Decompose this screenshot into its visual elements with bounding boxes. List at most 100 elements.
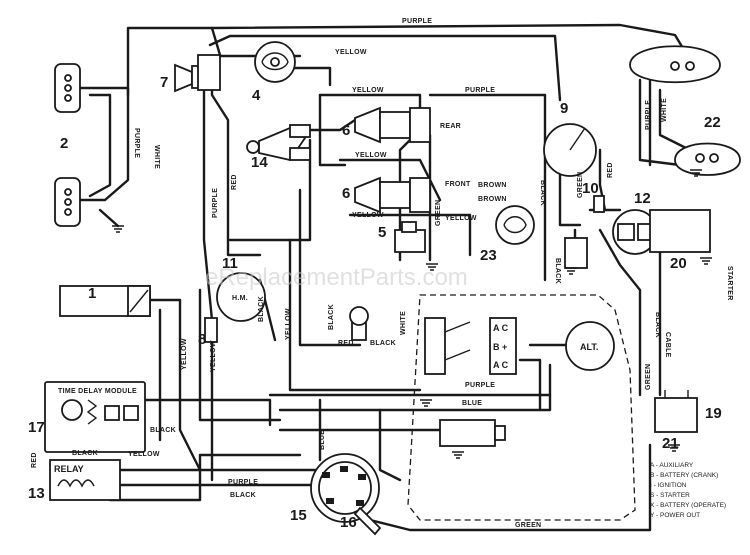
legend-item: X - BATTERY (OPERATE) [650,502,726,509]
legend-item: S - STARTER [650,492,690,499]
wire-label-purple-vert: PURPLE [212,188,219,218]
callout-6-upper: 6 [342,122,350,139]
wire-label-red-mid: RED [338,340,354,347]
wire-label-white-mid: WHITE [400,311,407,335]
callout-4: 4 [252,87,261,104]
wire-label-yellow-top: YELLOW [335,49,367,56]
callout-14: 14 [251,154,268,171]
wire-label-starter: STARTER [726,266,733,301]
engine-boundary [407,294,636,521]
connector-block [564,237,588,269]
callout-8: 8 [198,331,206,348]
wire-label-yellow-relay: YELLOW [128,451,160,458]
wire-label-green-bottom: GREEN [515,522,541,529]
callout-7: 7 [160,74,168,91]
wire-label-purple-22: PURPLE [645,100,652,130]
headlights-22 [629,45,741,176]
wire-label-brown-2: BROWN [478,196,507,203]
wire-label-yellow-1: YELLOW [181,338,188,370]
wire-label-yellow-right: YELLOW [445,215,477,222]
terminal-ac-2: A C [493,360,509,370]
safety-switch [424,317,471,375]
wire-label-black-bottom: BLACK [230,492,256,499]
wire-label-front: FRONT [445,181,471,188]
callout-15: 15 [290,507,307,524]
wire-label-white-22: WHITE [661,98,668,122]
time-delay-module [44,381,146,453]
callout-numbers: 1 2 4 5 6 6 7 8 9 10 11 12 13 14 15 16 1… [28,74,722,531]
time-delay-module-label: TIME DELAY MODULE [58,388,137,395]
wire-label-red-vert: RED [231,174,238,190]
wire-label-black-td: BLACK [150,427,176,434]
starter-20 [649,209,711,253]
legend-item: I - IGNITION [650,482,687,489]
ignition-key [353,506,382,536]
battery [654,390,698,433]
hour-meter [216,272,266,322]
wire-label-black-right: BLACK [539,180,546,206]
wire-label-red-10: RED [607,162,614,178]
wire-label-purple-bottom: PURPLE [228,479,258,486]
wire-label-rear: REAR [440,123,461,130]
alternator-label: ALT. [580,342,598,352]
ignition-switch [310,453,380,523]
wire-label-white-left: WHITE [153,145,160,169]
callout-2: 2 [60,135,68,152]
wire-label-purple-upper: PURPLE [465,87,495,94]
wire-label-black-23: BLACK [554,258,561,284]
wire-label-blue-15: BLUE [319,430,326,450]
wire-label-purple-top: PURPLE [402,18,432,25]
wire-label-black-relay: BLACK [72,450,98,457]
callout-16: 16 [340,514,357,531]
relay-label: RELAY [54,464,84,474]
callout-20: 20 [670,255,687,272]
ground-symbols [112,169,712,459]
wire-label-yellow-lower: YELLOW [352,212,384,219]
wire-label-cable: CABLE [664,332,671,358]
wire-label-blue-alt: BLUE [462,400,482,407]
callout-9: 9 [560,100,568,117]
hour-meter-label: H.M. [232,295,248,302]
terminal-b-plus: B + [493,342,507,352]
indicator-bulb [349,306,369,341]
callout-19: 19 [705,405,722,422]
legend-item: B - BATTERY (CRANK) [650,472,718,479]
alternator [565,321,615,371]
wire-label-green-19: GREEN [645,364,652,390]
watermark: eReplacementParts.com [205,264,468,291]
callout-17: 17 [28,419,45,436]
fuse-10 [593,195,605,213]
fuel-solenoid [439,419,506,447]
wire-label-yellow-8: YELLOW [210,340,217,372]
wire-label-brown-1: BROWN [478,182,507,189]
callout-6-lower: 6 [342,185,350,202]
callout-10: 10 [582,180,599,197]
regulator [489,317,517,375]
wire-label-black-hm: BLACK [258,296,265,322]
wire-labels: PURPLE YELLOW YELLOW PURPLE PURPLE WHITE… [31,18,733,529]
terminal-legend: A - AUXILIARY B - BATTERY (CRANK) I - IG… [650,462,726,519]
wire-label-black-s: BLACK [370,340,396,347]
gauge-9 [543,123,597,177]
legend-item: A - AUXILIARY [650,462,694,469]
left-lights [54,63,81,227]
callout-12: 12 [634,190,651,207]
callout-5: 5 [378,224,386,241]
upper-lamp-6 [354,106,431,144]
fuse-8 [204,317,218,343]
callout-21: 21 [662,435,679,452]
wire-label-yellow-mid: YELLOW [355,152,387,159]
wire-label-purple-left: PURPLE [133,128,140,158]
callout-1: 1 [88,285,96,302]
wire-label-purple-alt: PURPLE [465,382,495,389]
switch-14 [246,124,311,162]
horn [174,54,221,93]
wire-label-black-mid: BLACK [328,304,335,330]
wire-label-black-cable: BLACK [654,312,661,338]
terminal-ac-1: A C [493,323,509,333]
callout-13: 13 [28,485,45,502]
dome-lamp [254,41,296,83]
wire-label-green-sw: GREEN [435,200,442,226]
wire-label-yellow-upper: YELLOW [352,87,384,94]
